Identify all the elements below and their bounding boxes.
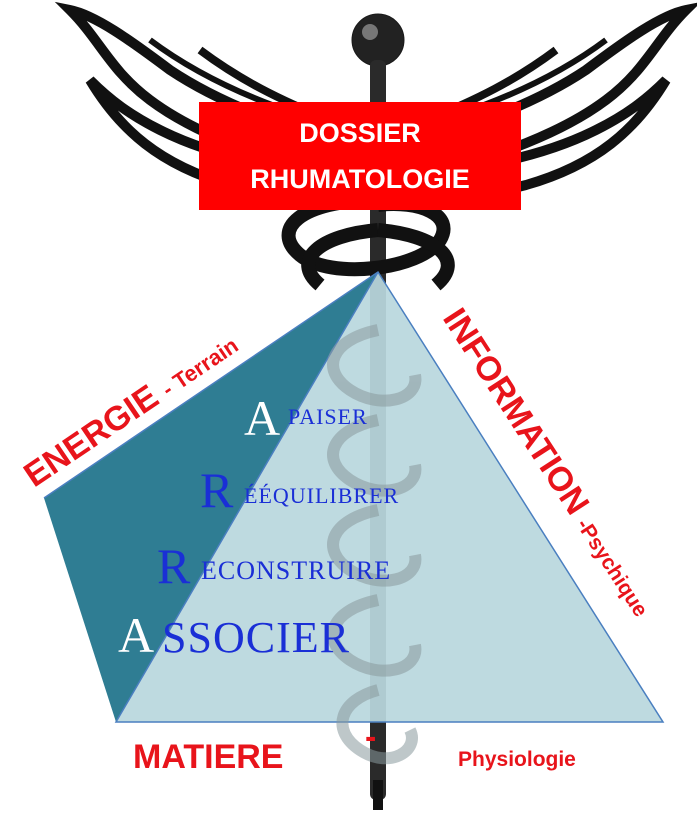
acronym-initial-3: R <box>157 538 191 594</box>
acronym-line-1: A paiser <box>244 390 368 446</box>
acronym-rest-3: econstruire <box>201 556 391 585</box>
matiere-label: MATIERE <box>133 738 283 776</box>
acronym-rest-4: ssocier <box>162 613 350 662</box>
acronym-initial-4: A <box>118 607 154 663</box>
acronym-rest-2: ééquilibrer <box>244 483 399 508</box>
title-box <box>199 102 521 210</box>
acronym-line-4: A ssocier <box>118 607 350 663</box>
serpent-upper <box>281 193 455 291</box>
caduceus-knob <box>351 13 405 67</box>
pyramid-edges <box>43 270 665 723</box>
pyramid-energie-face <box>44 272 378 722</box>
physiologie-label: Physiologie <box>458 748 576 771</box>
title-line-2: RHUMATOLOGIE <box>250 164 470 194</box>
title-line-1: DOSSIER <box>299 118 421 148</box>
acronym-initial-2: R <box>200 462 234 518</box>
acronym-initial-1: A <box>244 390 280 446</box>
acronym-line-2: R ééquilibrer <box>200 462 399 518</box>
matiere-dash: - <box>365 718 376 756</box>
acronym-line-3: R econstruire <box>157 538 391 594</box>
acronym-rest-1: paiser <box>288 404 368 429</box>
pyramid-front-face <box>116 272 663 722</box>
serpent-lower <box>327 324 422 765</box>
